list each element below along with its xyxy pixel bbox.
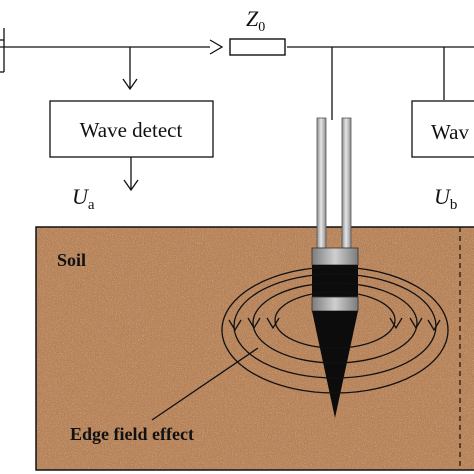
arrow-to-wave-detect bbox=[122, 78, 138, 91]
z0-label: Z0 bbox=[246, 6, 265, 35]
probe bbox=[311, 117, 359, 418]
probe-top-band bbox=[311, 247, 359, 266]
resistor-z0 bbox=[229, 38, 286, 56]
arrow-to-resistor bbox=[209, 39, 224, 55]
ub-label: Ub bbox=[434, 184, 457, 213]
edge-field-effect-label: Edge field effect bbox=[70, 424, 194, 444]
probe-rod-right bbox=[341, 117, 352, 249]
wave-detect-left-box bbox=[49, 100, 214, 158]
field-arrows bbox=[228, 317, 441, 332]
arrow-ua bbox=[123, 179, 139, 192]
probe-cone-tip bbox=[312, 311, 358, 418]
soil-label: Soil bbox=[57, 250, 86, 270]
edge-field-leader bbox=[151, 347, 259, 421]
probe-rod-left bbox=[316, 117, 327, 249]
probe-middle-band bbox=[311, 296, 359, 312]
wave-detect-right-label: Wav bbox=[431, 120, 469, 144]
wave-detect-right-box bbox=[411, 100, 474, 158]
ua-label: Ua bbox=[72, 184, 95, 213]
soil-region bbox=[35, 226, 474, 471]
wave-detect-left-label: Wave detect bbox=[80, 118, 183, 142]
top-wiring bbox=[0, 28, 474, 120]
